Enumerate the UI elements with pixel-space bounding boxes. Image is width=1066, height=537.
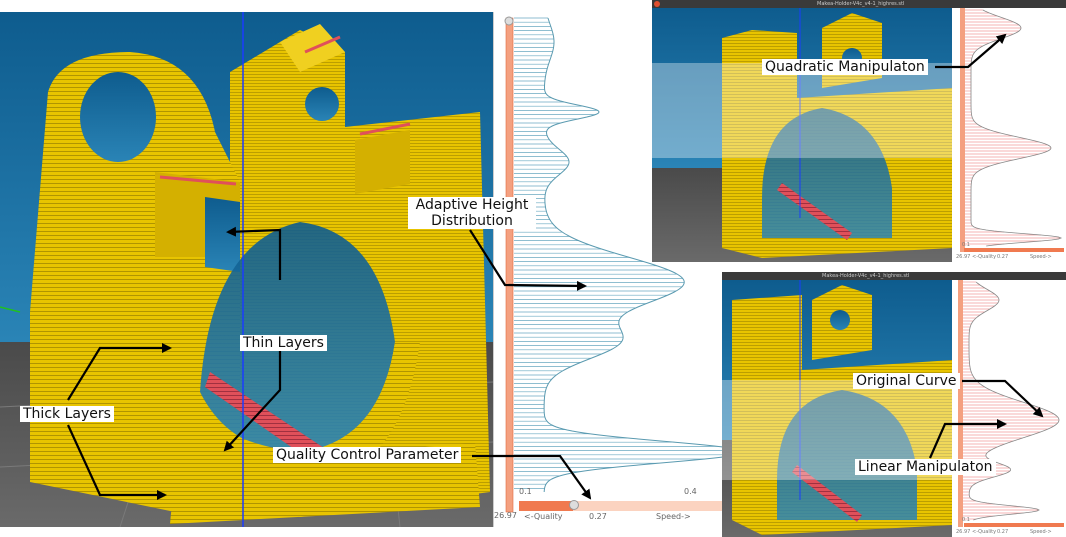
- callout-quality-control: Quality Control Parameter: [273, 447, 462, 463]
- inset-speed-label: Speed->: [1030, 529, 1052, 535]
- inset-titlebar: Makea-Holder-V4c_v4-1_highres.stl: [722, 272, 1066, 280]
- inset-quality-value: 0.27: [997, 254, 1009, 260]
- inset-quality-value: 0.27: [997, 529, 1009, 535]
- inset-height-value: 26.97: [956, 529, 971, 535]
- callout-original-curve: Original Curve: [853, 373, 960, 389]
- inset-range-min: 0.1: [962, 517, 970, 523]
- layer-height-curve: [543, 17, 724, 493]
- inset-range-min: 0.1: [962, 242, 970, 248]
- quality-label: <-Quality: [524, 512, 563, 521]
- quality-value: 0.27: [589, 512, 607, 521]
- callout-linear: Linear Manipulaton: [855, 459, 996, 475]
- height-slider-handle[interactable]: [504, 16, 514, 26]
- layer-height-lines: [514, 17, 724, 489]
- inset-titlebar: Makea-Holder-V4c_v4-1_highres.stl: [652, 0, 1066, 8]
- inset-quality-label: <-Quality: [972, 254, 997, 260]
- inset-title: Makea-Holder-V4c_v4-1_highres.stl: [822, 273, 910, 279]
- inset-title: Makea-Holder-V4c_v4-1_highres.stl: [817, 1, 905, 7]
- quality-slider-track[interactable]: [519, 501, 724, 511]
- quality-slider-handle[interactable]: [569, 500, 579, 510]
- callout-quadratic: Quadratic Manipulaton: [762, 59, 928, 75]
- callout-adaptive-height: Adaptive Height Distribution: [408, 197, 536, 229]
- quadratic-inset-window: Makea-Holder-V4c_v4-1_highres.stl 0.1 26…: [652, 0, 1066, 262]
- height-slider-track[interactable]: [506, 18, 513, 512]
- inset-height-value: 26.97: [956, 254, 971, 260]
- linear-inset-window: Makea-Holder-V4c_v4-1_highres.stl 0.1 26…: [722, 272, 1066, 537]
- callout-thick-layers: Thick Layers: [20, 406, 114, 422]
- close-icon[interactable]: [654, 1, 660, 7]
- current-height-value: 26.97: [494, 511, 517, 520]
- callout-thin-layers: Thin Layers: [240, 335, 327, 351]
- range-min-label: 0.1: [519, 487, 532, 496]
- range-max-label: 0.4: [684, 487, 697, 496]
- speed-label: Speed->: [656, 512, 691, 521]
- inset-quality-label: <-Quality: [972, 529, 997, 535]
- inset-speed-label: Speed->: [1030, 254, 1052, 260]
